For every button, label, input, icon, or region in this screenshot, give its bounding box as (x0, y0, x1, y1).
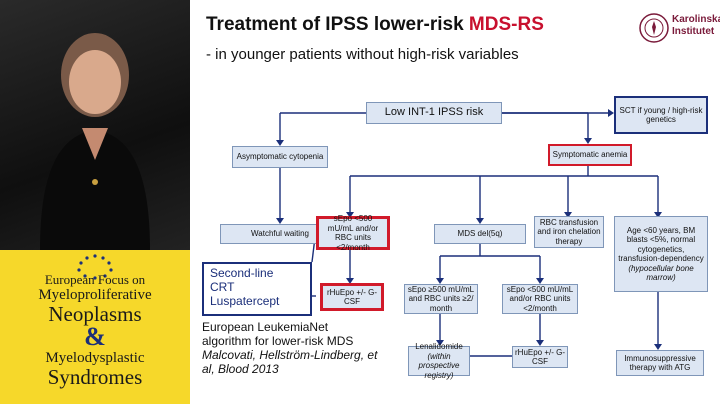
symptomatic-box: Symptomatic anemia (548, 144, 632, 166)
reference-line-1: European LeukemiaNet (202, 320, 329, 334)
sidebar-line-6: Syndromes (47, 365, 143, 389)
sidebar-line-3: Neoplasms (48, 302, 142, 326)
lenalidomide-box: Lenalidomide (within prospective registr… (408, 342, 470, 380)
rhuepo-gcsf-2-box: rHuEpo +/- G-CSF (512, 346, 568, 368)
reference-citation: Malcovati, Hellström-Lindberg, et al, Bl… (202, 348, 378, 376)
sct-box: SCT if young / high-risk genetics (614, 96, 708, 134)
eu-stars-icon (77, 254, 113, 280)
root-risk-box: Low INT-1 IPSS risk (366, 102, 502, 124)
karolinska-logo: Karolinska Institutet (638, 6, 720, 64)
rbc-transfusion-box: RBC transfusion and iron chelation thera… (534, 216, 604, 248)
sidebar-line-1: European Focus on (44, 272, 146, 287)
immunosuppressive-box: Immunosuppressive therapy with ATG (616, 350, 704, 376)
sidebar-line-4: & (84, 322, 106, 351)
sepo-high-box: sEpo ≥500 mU/mL and RBC units ≥2/ month (404, 284, 478, 314)
slide-subtitle: - in younger patients without high-risk … (206, 46, 519, 63)
rhuepo-gcsf-box: rHuEpo +/- G-CSF (320, 283, 384, 311)
karolinska-logo-line1: Karolinska (672, 14, 720, 25)
second-line-legend: Second-line CRT Luspatercept (202, 262, 312, 316)
age-criteria-text: Age <60 years, BM blasts <5%, normal cyt… (618, 225, 704, 264)
asymptomatic-box: Asymptomatic cytopenia (232, 146, 328, 168)
sidebar-line-5: Myelodysplastic (45, 350, 145, 366)
karolinska-logo-line2: Institutet (672, 26, 715, 37)
speaker-figure (40, 33, 150, 250)
watchful-waiting-box: Watchful waiting (220, 224, 340, 244)
legend-line-1: Second-line (210, 266, 274, 280)
lenalidomide-label: Lenalidomide (415, 342, 463, 351)
sepo-low-2-box: sEpo <500 mU/mL and/or RBC units <2/mont… (502, 284, 578, 314)
sidebar-line-2: Myeloproliferative (38, 287, 152, 303)
karolinska-seal-icon (639, 13, 669, 43)
flowchart-connectors (276, 109, 662, 360)
age-criteria-italic: (hypocellular bone marrow) (628, 263, 694, 283)
legend-line-2: CRT (210, 280, 235, 294)
age-criteria-box: Age <60 years, BM blasts <5%, normal cyt… (614, 216, 708, 292)
title-highlight: MDS-RS (468, 14, 544, 35)
title-prefix: Treatment of IPSS lower-risk (206, 14, 469, 35)
slide: Treatment of IPSS lower-risk MDS-RS - in… (190, 0, 720, 404)
mds-del5q-box: MDS del(5q) (434, 224, 526, 244)
reference-line-2: algorithm for lower-risk MDS (202, 334, 354, 348)
conference-sidebar: European Focus on Myeloproliferative Neo… (0, 250, 190, 404)
lenalidomide-note: (within prospective registry) (418, 351, 460, 380)
speaker-video (0, 0, 190, 250)
reference-note: European LeukemiaNet algorithm for lower… (202, 320, 402, 376)
legend-line-3: Luspatercept (210, 294, 280, 308)
sepo-low-box: sEpo <500 mU/mL and/or RBC units <2/mont… (316, 214, 390, 252)
slide-title: Treatment of IPSS lower-risk MDS-RS (206, 14, 544, 36)
